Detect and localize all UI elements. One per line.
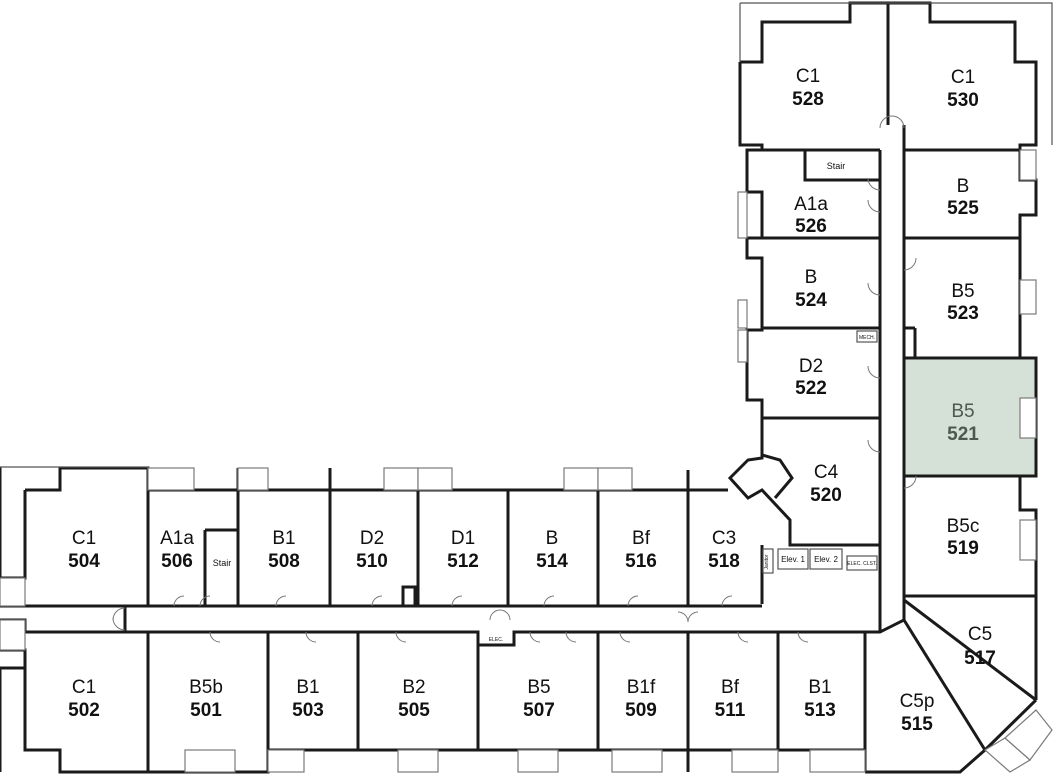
unit-528[interactable]: C1 528 xyxy=(792,66,824,110)
unit-type: B2 xyxy=(402,677,425,698)
unit-number: 511 xyxy=(715,700,746,721)
unit-type: B1f xyxy=(627,677,656,698)
unit-type: C5 xyxy=(968,624,992,645)
elevator-1-label: Elev. 1 xyxy=(781,555,805,564)
unit-520[interactable]: C4 520 xyxy=(810,462,842,506)
unit-521[interactable]: B5 521 xyxy=(947,401,979,445)
elec-closet-label: ELEC. CLST. xyxy=(847,561,876,567)
unit-number: 503 xyxy=(292,700,324,721)
unit-526[interactable]: A1a 526 xyxy=(794,194,828,237)
stair-north-label: Stair xyxy=(827,161,846,171)
unit-525[interactable]: B 525 xyxy=(947,176,979,219)
unit-504[interactable]: C1 504 xyxy=(68,528,100,572)
unit-type: B1 xyxy=(296,677,319,698)
unit-number: 513 xyxy=(804,700,836,721)
unit-number: 505 xyxy=(398,700,430,721)
unit-type: D2 xyxy=(799,356,823,377)
unit-number: 504 xyxy=(68,551,100,572)
unit-515[interactable]: C5p 515 xyxy=(900,691,935,735)
unit-number: 508 xyxy=(268,551,300,572)
unit-number: 530 xyxy=(947,90,979,111)
unit-511[interactable]: Bf 511 xyxy=(715,677,746,721)
unit-number: 520 xyxy=(810,485,842,506)
unit-510[interactable]: D2 510 xyxy=(356,528,388,572)
unit-513[interactable]: B1 513 xyxy=(804,677,836,721)
unit-type: B5b xyxy=(189,677,223,698)
unit-type: B5c xyxy=(947,516,980,537)
unit-type: Bf xyxy=(721,677,740,698)
unit-type: C1 xyxy=(72,677,96,698)
unit-number: 509 xyxy=(625,700,657,721)
elec-label: ELEC. xyxy=(489,637,503,643)
unit-type: Bf xyxy=(632,528,651,549)
unit-530[interactable]: C1 530 xyxy=(947,67,979,111)
main-wing-windows xyxy=(0,467,1053,773)
unit-type: A1a xyxy=(794,194,828,215)
door-swings xyxy=(112,115,917,643)
unit-type: B xyxy=(546,528,559,549)
unit-522[interactable]: D2 522 xyxy=(795,356,827,399)
unit-507[interactable]: B5 507 xyxy=(523,677,555,721)
unit-type: B5 xyxy=(527,677,550,698)
unit-type: C1 xyxy=(72,528,96,549)
unit-503[interactable]: B1 503 xyxy=(292,677,324,721)
core-walls xyxy=(727,453,880,604)
unit-508[interactable]: B1 508 xyxy=(268,528,300,572)
unit-524[interactable]: B 524 xyxy=(795,267,827,311)
unit-number: 518 xyxy=(708,551,740,572)
unit-type: C5p xyxy=(900,691,935,712)
unit-type: D1 xyxy=(451,528,475,549)
unit-type: B1 xyxy=(808,677,831,698)
mech-label: MECH. xyxy=(859,335,875,341)
unit-number: 523 xyxy=(947,303,979,324)
unit-number: 510 xyxy=(356,551,388,572)
unit-number: 502 xyxy=(68,700,100,721)
unit-type: B5 xyxy=(951,401,974,422)
unit-519[interactable]: B5c 519 xyxy=(947,516,980,559)
unit-number: 526 xyxy=(795,216,827,237)
unit-number: 528 xyxy=(792,89,824,110)
unit-number: 507 xyxy=(523,700,555,721)
unit-506[interactable]: A1a 506 xyxy=(160,528,194,572)
unit-number: 512 xyxy=(447,551,479,572)
unit-502[interactable]: C1 502 xyxy=(68,677,100,721)
unit-501[interactable]: B5b 501 xyxy=(189,677,223,721)
janitor-label: Janitor xyxy=(764,554,770,569)
unit-number: 524 xyxy=(795,290,827,311)
unit-number: 521 xyxy=(947,424,979,445)
unit-type: D2 xyxy=(360,528,384,549)
unit-type: B xyxy=(957,176,970,197)
unit-512[interactable]: D1 512 xyxy=(447,528,479,572)
unit-type: B5 xyxy=(951,281,974,302)
unit-number: 525 xyxy=(947,198,979,219)
east-wing-walls xyxy=(738,1,1038,632)
unit-type: C1 xyxy=(951,67,975,88)
unit-516[interactable]: Bf 516 xyxy=(625,528,657,572)
unit-517[interactable]: C5 517 xyxy=(964,624,996,669)
unit-number: 501 xyxy=(190,700,222,721)
unit-type: B xyxy=(805,267,818,288)
unit-509[interactable]: B1f 509 xyxy=(625,677,657,721)
elevator-2-label: Elev. 2 xyxy=(814,555,838,564)
stair-west-label: Stair xyxy=(213,558,232,568)
unit-type: A1a xyxy=(160,528,194,549)
unit-514[interactable]: B 514 xyxy=(536,528,568,572)
unit-523[interactable]: B5 523 xyxy=(947,281,979,324)
unit-type: B1 xyxy=(272,528,295,549)
unit-number: 516 xyxy=(625,551,657,572)
unit-type: C4 xyxy=(814,462,839,483)
unit-518[interactable]: C3 518 xyxy=(708,528,740,572)
unit-number: 506 xyxy=(161,551,193,572)
unit-505[interactable]: B2 505 xyxy=(398,677,430,721)
unit-number: 517 xyxy=(964,648,996,669)
east-wing-windows xyxy=(737,2,1053,561)
unit-number: 514 xyxy=(536,551,568,572)
unit-number: 515 xyxy=(901,714,933,735)
unit-number: 519 xyxy=(947,538,979,559)
unit-type: C1 xyxy=(796,66,820,87)
unit-number: 522 xyxy=(795,378,827,399)
unit-type: C3 xyxy=(712,528,736,549)
